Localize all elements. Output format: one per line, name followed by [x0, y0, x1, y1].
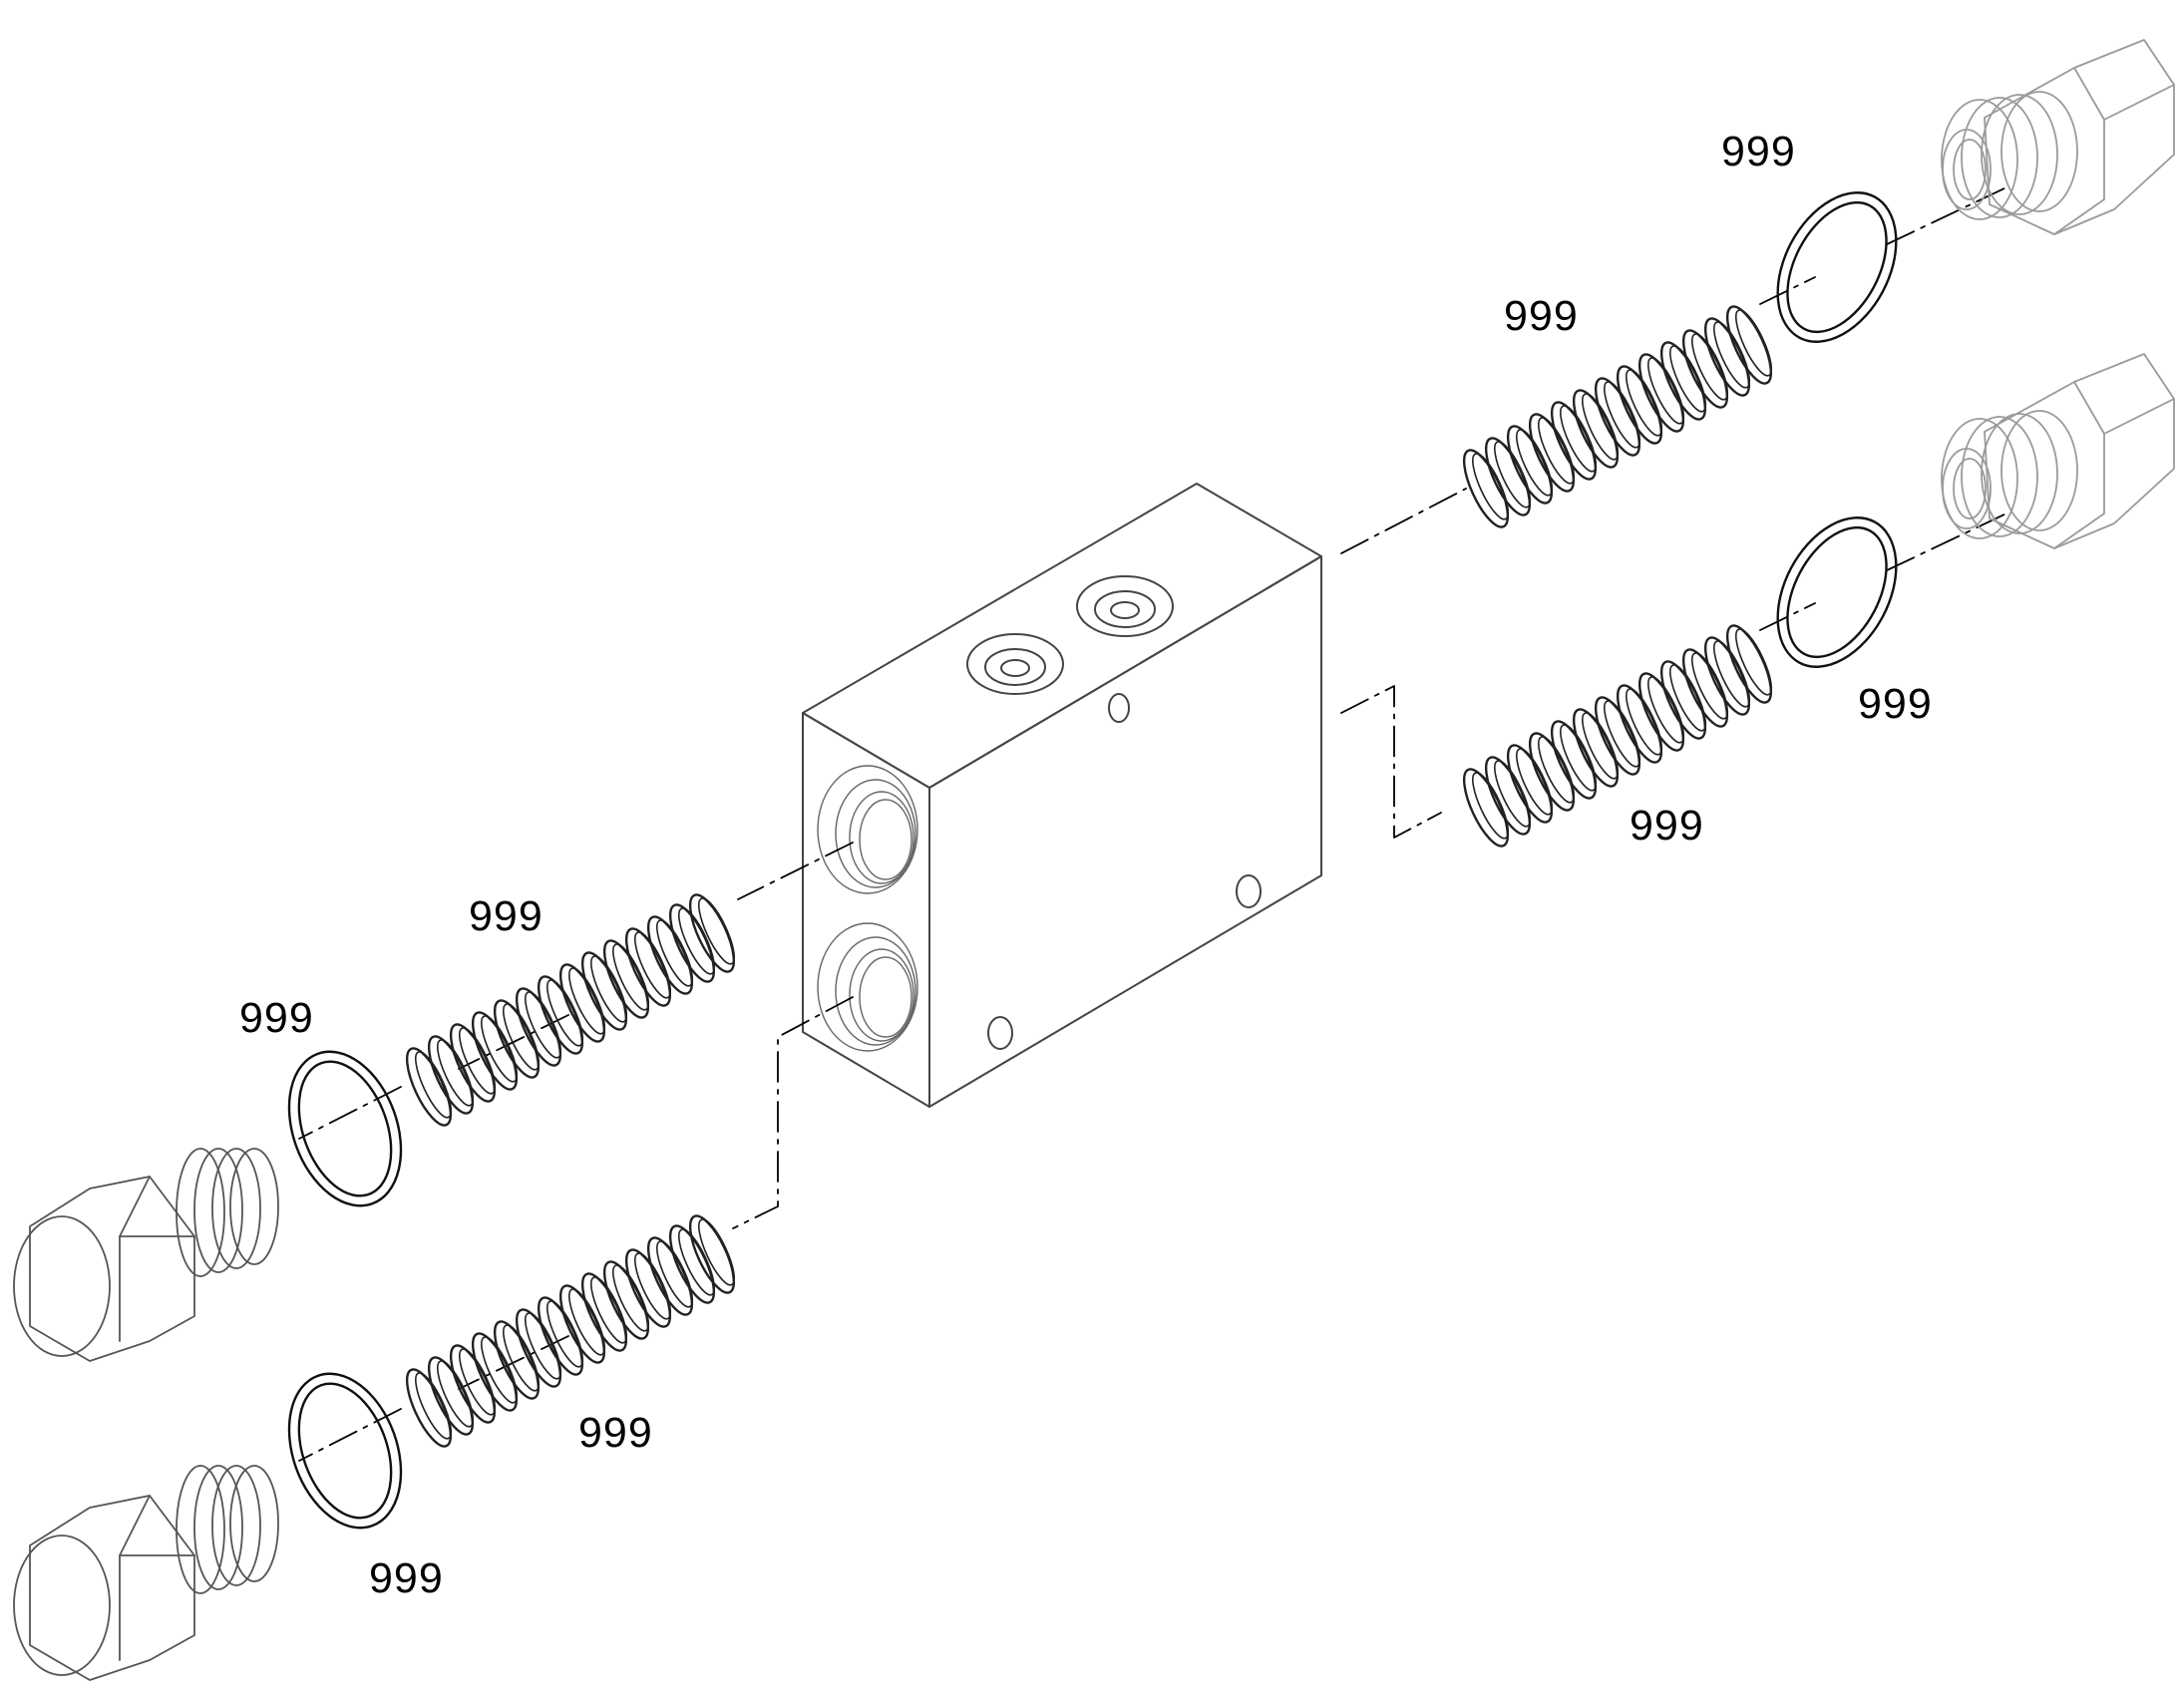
- spring-lower-left: [397, 1208, 745, 1454]
- center-lines: [298, 186, 2007, 1462]
- spring-lower-right: [1454, 618, 1782, 854]
- callout-oring-lower-left: 999: [369, 1554, 444, 1602]
- valve-body: [802, 483, 1322, 1108]
- fitting-lower-right: [1941, 353, 2175, 549]
- callout-oring-lower-right: 999: [1858, 680, 1933, 728]
- fitting-upper-left: [13, 1148, 279, 1362]
- callout-oring-upper-right: 999: [1721, 128, 1796, 175]
- callout-spring-lower-left: 999: [578, 1409, 653, 1457]
- o-ring-lower-right: [1776, 516, 1898, 668]
- fitting-upper-right: [1941, 39, 2175, 235]
- o-ring-upper-left: [287, 1050, 403, 1207]
- o-ring-lower-left: [287, 1372, 403, 1530]
- callout-spring-upper-left: 999: [469, 892, 544, 940]
- callout-oring-upper-left: 999: [239, 994, 314, 1042]
- front-threaded-ports: [817, 765, 918, 1052]
- o-ring-upper-right: [1776, 191, 1898, 343]
- spring-upper-left: [397, 887, 745, 1133]
- callout-spring-upper-right: 999: [1504, 292, 1579, 340]
- fitting-lower-left: [13, 1465, 279, 1681]
- callout-spring-lower-right: 999: [1630, 802, 1704, 850]
